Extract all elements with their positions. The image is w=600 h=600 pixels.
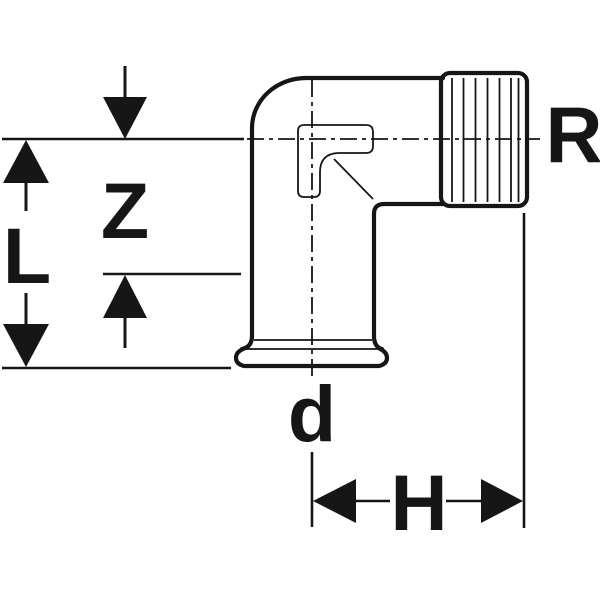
fitting-outline bbox=[233, 70, 530, 369]
arrow-up-l-top bbox=[3, 140, 49, 183]
arrow-up-to-z-line bbox=[103, 275, 147, 318]
thread-ridge-lines bbox=[451, 78, 520, 202]
bore-contour bbox=[297, 124, 374, 198]
internal-edges bbox=[244, 78, 520, 350]
label-h: H bbox=[390, 458, 447, 547]
label-r: R bbox=[545, 90, 600, 179]
label-d: d bbox=[288, 369, 336, 458]
arrow-left-h bbox=[313, 479, 356, 523]
socket-edge-lines bbox=[244, 339, 380, 350]
dimension-lines bbox=[2, 137, 526, 528]
elbow-body-outline bbox=[239, 75, 446, 352]
arrow-down-l-bottom bbox=[3, 324, 49, 367]
label-l: L bbox=[3, 211, 51, 300]
dimension-arrows bbox=[3, 66, 523, 523]
arrow-down-to-centerline bbox=[103, 97, 147, 139]
bend-inner-edge bbox=[333, 158, 374, 200]
thread-end-cap bbox=[438, 70, 530, 209]
dimension-labels: Z L d H R bbox=[3, 90, 600, 547]
arrow-right-h bbox=[481, 479, 523, 523]
label-z: Z bbox=[101, 166, 149, 255]
centerlines bbox=[247, 80, 540, 378]
